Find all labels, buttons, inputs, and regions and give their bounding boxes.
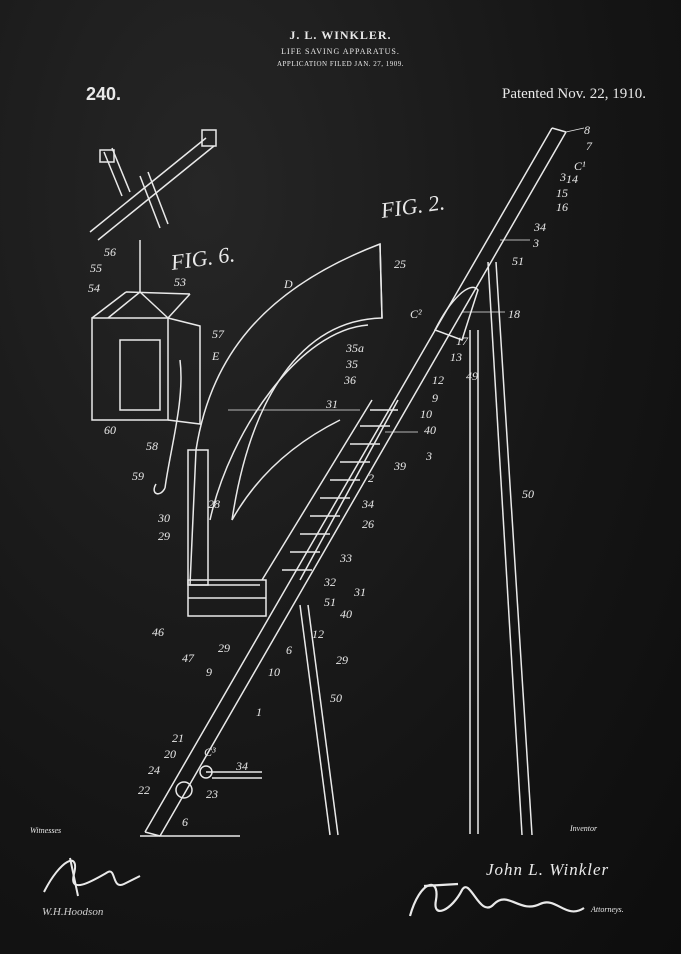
witness-signature-2: W.H.Hoodson [42,906,104,918]
ref-label: 12 [432,373,444,387]
fig6-label: FIG. 6. [168,241,236,275]
ref-label: 55 [90,261,102,275]
ladder-foot [140,765,262,837]
ref-label: 20 [164,747,176,761]
ref-label: 12 [312,627,324,641]
ref-label: 35a [345,341,364,355]
ref-label: 35 [345,357,358,371]
ref-label: 2 [368,471,374,485]
ref-label: 56 [104,245,116,259]
witness-signature [43,857,141,897]
support-pole [469,261,533,836]
lower-strut [299,604,339,836]
ref-label: 29 [158,529,170,543]
ref-label: 6 [182,815,188,829]
ref-label: 21 [172,731,184,745]
ref-label: 10 [420,407,432,421]
ref-label: 34 [533,220,546,234]
ref-label: 58 [146,439,158,453]
ref-label: 54 [88,281,100,295]
invention-title: LIFE SAVING APPARATUS. [281,47,400,56]
ref-label: 36 [343,373,356,387]
ref-label: 51 [512,254,524,268]
ref-label: 9 [432,391,438,405]
ref-label: 34 [361,497,374,511]
chute-ladder [261,399,399,581]
ref-label: 47 [182,651,195,665]
ref-label: D [283,277,293,291]
ref-label: E [211,349,220,363]
attorney-signature [408,882,585,917]
ref-label: 40 [424,423,436,437]
ref-label: 22 [138,783,150,797]
ref-label: 1 [256,705,262,719]
fig-bracket-detail [89,129,217,241]
ref-label: 39 [393,459,406,473]
ref-label: 31 [353,585,366,599]
ref-label: C² [410,307,422,321]
ref-label: 26 [362,517,374,531]
ref-label: 16 [556,200,568,214]
ref-label: 3 [425,449,432,463]
ref-label: C¹ [574,159,586,173]
witnesses-label: Witnesses [30,826,62,835]
filing-date: APPLICATION FILED JAN. 27, 1909. [276,60,405,68]
ref-label: 31 [325,397,338,411]
inventor-label: Inventor [570,824,598,833]
ref-label: 7 [586,139,593,153]
patent-date: Patented Nov. 22, 1910. [501,86,646,102]
attorneys-label: Attorneys. [591,905,624,914]
ref-label: 29 [218,641,230,655]
ref-label: 18 [508,307,520,321]
ref-label: 60 [104,423,116,437]
chute-hood [189,242,383,586]
ref-label: 24 [148,763,160,777]
ref-label: C³ [204,745,216,759]
leader-lines [228,127,585,433]
ref-label: 57 [212,327,225,341]
ref-label: 46 [152,625,164,639]
ref-label: 40 [340,607,352,621]
ref-label: 49 [466,369,478,383]
ref-label: 3 [532,236,539,250]
ref-label: 8 [584,123,590,137]
ref-label: 53 [174,275,186,289]
inventor-header: J. L. WINKLER. [289,28,392,42]
ref-label: 34 [235,759,248,773]
patent-header: J. L. WINKLER. LIFE SAVING APPARATUS. AP… [0,28,681,68]
inventor-name: John L. Winkler [486,860,610,879]
ref-label: 6 [286,643,292,657]
pole-clamp [433,286,479,341]
ref-label: 23 [206,787,218,801]
ref-label: 50 [330,691,342,705]
ref-label: 50 [522,487,534,501]
ref-label: 10 [268,665,280,679]
ref-label: 32 [323,575,336,589]
ref-label: 51 [324,595,336,609]
ref-label: 9 [206,665,212,679]
chute-box [187,449,267,617]
ref-label: 17 [456,334,469,348]
ref-label: 30 [157,511,170,525]
ref-label: 33 [339,551,352,565]
fig6-basket [91,240,201,495]
ref-label: 59 [132,469,144,483]
ref-label: 3 [559,170,566,184]
ref-label: 13 [450,350,462,364]
reference-numerals: 8 7 C¹ 3 14 15 16 34 3 51 18 C² 17 13 12… [88,123,593,829]
patent-number: 240. [86,84,122,104]
ref-label: 15 [556,186,568,200]
ref-label: 29 [336,653,348,667]
ref-label: 14 [566,172,578,186]
fig2-label: FIG. 2. [378,189,446,223]
ref-label: 28 [208,497,220,511]
ref-label: 25 [394,257,406,271]
